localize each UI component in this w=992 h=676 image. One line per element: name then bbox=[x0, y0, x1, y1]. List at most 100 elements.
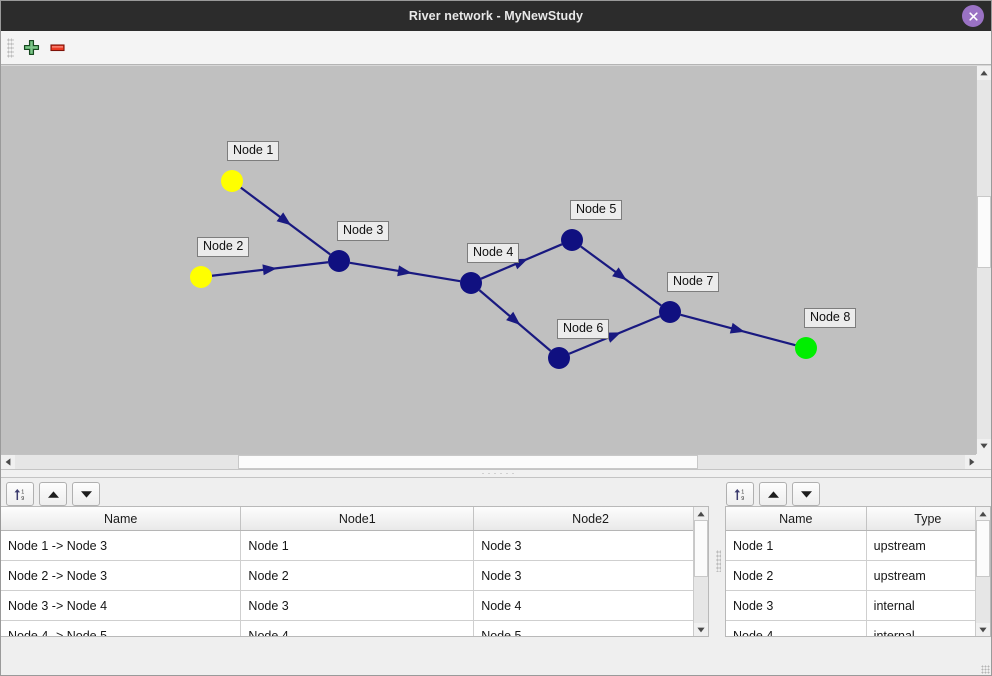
graph-node-label-node-2[interactable]: Node 2 bbox=[197, 237, 250, 257]
cell-type[interactable]: internal bbox=[866, 620, 990, 636]
graph-node-node-6[interactable] bbox=[548, 347, 570, 369]
nodes-move-up-button[interactable] bbox=[759, 482, 787, 506]
column-header-node2[interactable]: Node2 bbox=[473, 507, 708, 531]
scroll-up-button[interactable] bbox=[977, 66, 991, 80]
reaches-vertical-scrollbar[interactable] bbox=[693, 507, 708, 636]
graph-node-node-3[interactable] bbox=[328, 250, 350, 272]
nodes-vertical-scrollbar[interactable] bbox=[975, 507, 990, 636]
scroll-down-button[interactable] bbox=[694, 623, 708, 636]
cell-node1[interactable]: Node 3 bbox=[240, 590, 475, 621]
cell-node1[interactable]: Node 4 bbox=[240, 620, 475, 636]
cell-name[interactable]: Node 1 bbox=[726, 530, 867, 561]
scrollbar-thumb[interactable] bbox=[694, 520, 708, 577]
cell-name[interactable]: Node 2 -> Node 3 bbox=[1, 560, 242, 591]
graph-node-label-node-3[interactable]: Node 3 bbox=[337, 221, 390, 241]
canvas-vertical-scrollbar[interactable] bbox=[976, 66, 991, 454]
graph-node-node-5[interactable] bbox=[561, 229, 583, 251]
scrollbar-thumb[interactable] bbox=[977, 196, 991, 268]
cell-node2[interactable]: Node 3 bbox=[473, 530, 708, 561]
reaches-move-down-button[interactable] bbox=[72, 482, 100, 506]
cell-type[interactable]: internal bbox=[866, 590, 990, 621]
close-button[interactable] bbox=[962, 5, 984, 27]
scroll-up-button[interactable] bbox=[694, 507, 708, 520]
graph-node-label-node-7[interactable]: Node 7 bbox=[667, 272, 720, 292]
graph-node-label-node-4[interactable]: Node 4 bbox=[467, 243, 520, 263]
cell-name[interactable]: Node 3 bbox=[726, 590, 867, 621]
edge-arrow-icon bbox=[729, 322, 745, 334]
cell-name[interactable]: Node 2 bbox=[726, 560, 867, 591]
graph-node-label-node-6[interactable]: Node 6 bbox=[557, 319, 610, 339]
cell-name[interactable]: Node 3 -> Node 4 bbox=[1, 590, 242, 621]
column-header-type[interactable]: Type bbox=[866, 507, 990, 531]
reaches-sort-button[interactable]: 1 9 bbox=[6, 482, 34, 506]
cell-node2[interactable]: Node 5 bbox=[473, 620, 708, 636]
graph-node-label-node-5[interactable]: Node 5 bbox=[570, 200, 623, 220]
triangle-up-icon bbox=[697, 511, 705, 516]
cell-node2[interactable]: Node 4 bbox=[473, 590, 708, 621]
graph-node-node-1[interactable] bbox=[221, 170, 243, 192]
river-network-canvas[interactable]: Node 1 Node 2 Node 3 Node 4 Node 5 Node 6 Node… bbox=[1, 65, 991, 458]
pane-splitter[interactable] bbox=[1, 469, 991, 478]
triangle-down-icon bbox=[80, 490, 92, 498]
scroll-down-button[interactable] bbox=[977, 439, 991, 453]
scrollbar-thumb[interactable] bbox=[238, 455, 698, 469]
cell-name[interactable]: Node 4 -> Node 5 bbox=[1, 620, 242, 636]
scroll-left-button[interactable] bbox=[1, 455, 15, 469]
scroll-right-button[interactable] bbox=[965, 455, 979, 469]
nodes-move-down-button[interactable] bbox=[792, 482, 820, 506]
scroll-down-button[interactable] bbox=[976, 623, 990, 636]
column-header-name[interactable]: Name bbox=[726, 507, 867, 531]
graph-node-node-7[interactable] bbox=[659, 301, 681, 323]
add-node-button[interactable] bbox=[18, 35, 44, 61]
splitter-handle-dots bbox=[480, 472, 514, 475]
panel-divider-grip[interactable] bbox=[716, 550, 721, 572]
svg-text:1: 1 bbox=[741, 489, 744, 495]
network-graph bbox=[190, 170, 817, 369]
window-resize-grip[interactable] bbox=[981, 665, 990, 674]
reaches-move-up-button[interactable] bbox=[39, 482, 67, 506]
column-header-node1[interactable]: Node1 bbox=[240, 507, 475, 531]
canvas-horizontal-scrollbar[interactable] bbox=[1, 454, 979, 469]
svg-text:1: 1 bbox=[21, 489, 24, 495]
cell-name[interactable]: Node 4 bbox=[726, 620, 867, 636]
column-header-name[interactable]: Name bbox=[1, 507, 242, 531]
cell-type[interactable]: upstream bbox=[866, 560, 990, 591]
delete-node-button[interactable] bbox=[44, 35, 70, 61]
scrollbar-thumb[interactable] bbox=[976, 520, 990, 577]
graph-node-label-node-1[interactable]: Node 1 bbox=[227, 141, 280, 161]
edge-arrow-icon bbox=[605, 332, 621, 343]
cell-node1[interactable]: Node 2 bbox=[240, 560, 475, 591]
scroll-up-button[interactable] bbox=[976, 507, 990, 520]
cell-node1[interactable]: Node 1 bbox=[240, 530, 475, 561]
edge-arrow-icon bbox=[262, 264, 277, 276]
graph-node-label-node-8[interactable]: Node 8 bbox=[804, 308, 857, 328]
svg-text:9: 9 bbox=[741, 496, 744, 502]
graph-node-node-4[interactable] bbox=[460, 272, 482, 294]
cell-node2[interactable]: Node 3 bbox=[473, 560, 708, 591]
graph-node-node-2[interactable] bbox=[190, 266, 212, 288]
triangle-up-icon bbox=[47, 490, 59, 498]
cell-type[interactable]: upstream bbox=[866, 530, 990, 561]
toolbar-grip[interactable] bbox=[7, 37, 14, 58]
cell-name[interactable]: Node 1 -> Node 3 bbox=[1, 530, 242, 561]
edge-arrow-icon bbox=[506, 311, 521, 326]
graph-node-node-8[interactable] bbox=[795, 337, 817, 359]
nodes-sort-button[interactable]: 1 9 bbox=[726, 482, 754, 506]
main-toolbar bbox=[1, 31, 991, 65]
